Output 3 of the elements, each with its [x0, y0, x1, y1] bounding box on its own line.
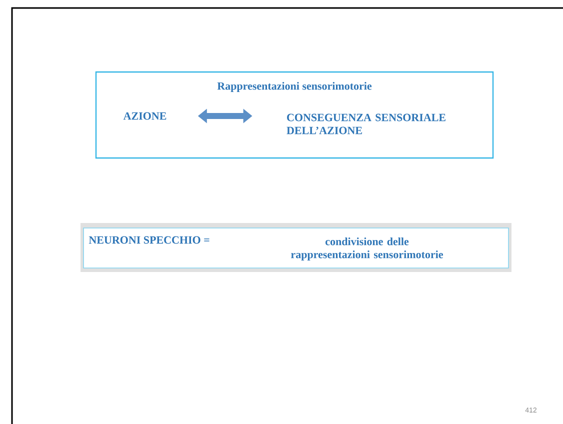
text-box: NEURONI SPECCHIO = condivisione delle rappresentazioni sensorimotorie — [80, 223, 512, 272]
text-label: CONSEGUENZA SENSORIALE DELL’AZIONE — [286, 114, 446, 134]
text-label: AZIONE — [123, 112, 166, 120]
